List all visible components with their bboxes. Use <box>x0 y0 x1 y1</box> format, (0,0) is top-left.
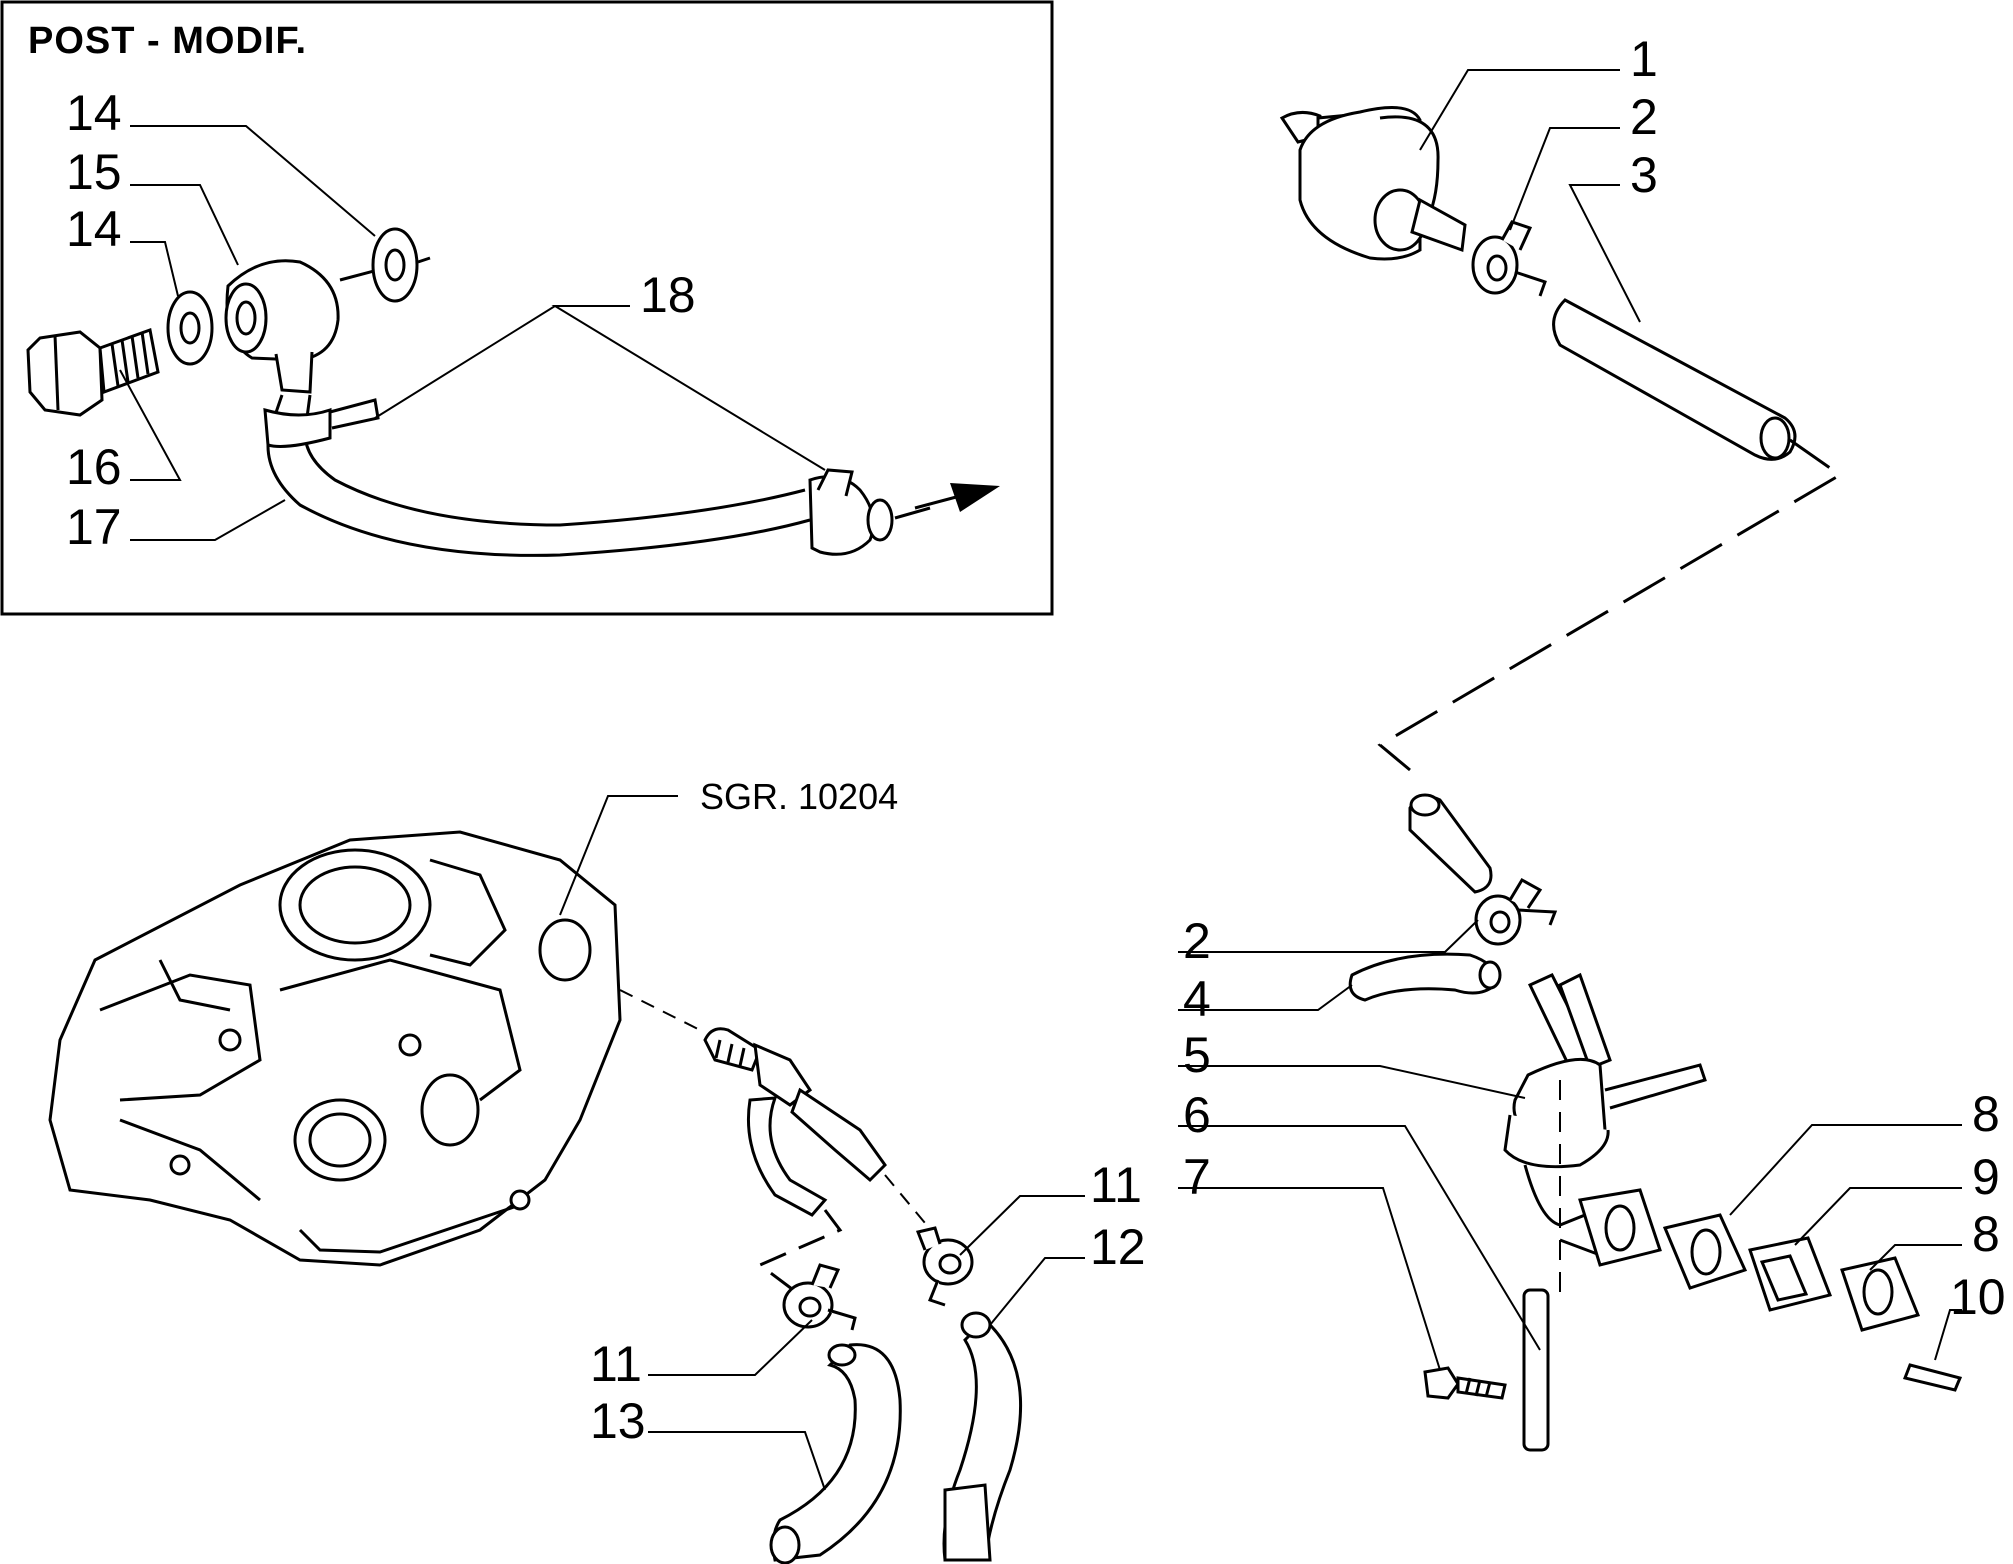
banjo-bolt <box>26 327 160 417</box>
callout-2b: 2 <box>1183 913 1211 969</box>
callout-2: 2 <box>1630 89 1658 145</box>
callout-8b: 8 <box>1972 1206 2000 1262</box>
inset-frame <box>0 0 1054 616</box>
short-hose-segment <box>1408 793 1493 894</box>
callout-14b: 14 <box>66 201 122 257</box>
callout-11b: 11 <box>590 1336 642 1392</box>
callout-12: 12 <box>1090 1219 1146 1275</box>
inset-hose-clamp <box>808 468 931 556</box>
pump-screw <box>1423 1366 1507 1400</box>
callout-17: 17 <box>66 499 122 555</box>
gasket-1 <box>1578 1188 1662 1267</box>
inset-header: POST - MODIF. <box>28 20 307 62</box>
callout-6: 6 <box>1183 1087 1211 1143</box>
inset-leaders <box>119 125 826 541</box>
fuel-hose-13 <box>769 1343 902 1564</box>
callout-14: 14 <box>66 85 122 141</box>
gasket-3 <box>1840 1256 1921 1332</box>
hose-clamp-lower-left <box>782 1263 857 1331</box>
callout-15: 15 <box>66 144 122 200</box>
callout-13: 13 <box>590 1393 646 1449</box>
insulator-spacer <box>1748 1236 1833 1312</box>
inset-hose <box>263 394 811 557</box>
reference-label: SGR. 10204 <box>700 776 899 817</box>
gasket-2 <box>1662 1213 1748 1290</box>
callout-16: 16 <box>66 439 122 495</box>
sealing-washer-right <box>339 227 431 303</box>
banjo-union <box>224 259 340 394</box>
carburetor-dash <box>619 989 701 1031</box>
callout-5: 5 <box>1183 1027 1211 1083</box>
pump-pushrod <box>1522 1288 1550 1452</box>
hose-clamp-lower-right <box>915 1226 974 1307</box>
main-leaders <box>559 69 1962 1491</box>
flow-arrow <box>914 483 1000 512</box>
fuel-filter-canister <box>1279 106 1467 261</box>
callout-18: 18 <box>640 267 696 323</box>
carburetor <box>48 830 622 1267</box>
hose-clamp-upper <box>1471 220 1547 297</box>
callout-1: 1 <box>1630 31 1658 87</box>
fuel-hose-short <box>1348 952 1502 1002</box>
callout-11: 11 <box>1090 1157 1142 1213</box>
callout-8: 8 <box>1972 1086 2000 1142</box>
dash-line-lower <box>757 1209 843 1297</box>
callout-9: 9 <box>1972 1149 2000 1205</box>
fuel-return-fitting <box>703 1027 887 1217</box>
callout-10: 10 <box>1950 1269 2006 1325</box>
dash-line-upper <box>1377 438 1843 772</box>
callout-3: 3 <box>1630 147 1658 203</box>
fuel-hose-upper <box>1552 298 1797 461</box>
hose-clamp-middle <box>1474 877 1558 946</box>
fuel-hose-12 <box>942 1311 1023 1562</box>
callout-7: 7 <box>1183 1149 1211 1205</box>
callout-4: 4 <box>1183 971 1211 1027</box>
dowel-pin <box>1902 1363 1963 1392</box>
dash-line-right <box>884 1174 936 1236</box>
sealing-washer-left <box>166 290 214 366</box>
